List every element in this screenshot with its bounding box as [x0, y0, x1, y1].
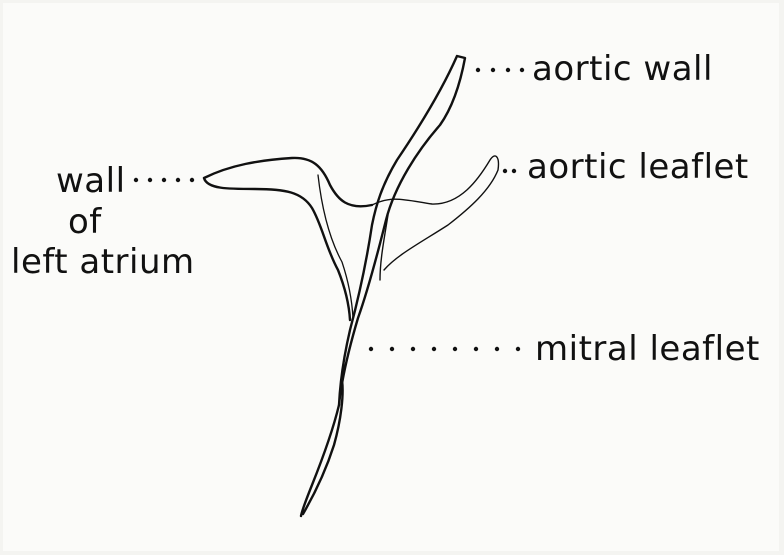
- label-left-atrium-line1: wall: [56, 164, 126, 198]
- label-left-atrium-line3: left atrium: [11, 245, 195, 279]
- aortic-leaflet-shape: [372, 156, 498, 280]
- mitral-leaflet-shape: [301, 380, 343, 516]
- label-aortic-leaflet: aortic leaflet: [527, 150, 749, 184]
- aortic-wall-shape: [339, 56, 465, 405]
- leader-lines: [134, 68, 524, 351]
- label-mitral-leaflet: mitral leaflet: [535, 332, 760, 366]
- left-atrium-wall-shape: [204, 158, 372, 320]
- label-left-atrium-line2: of: [68, 205, 102, 239]
- left-atrium-inner-contour: [318, 175, 353, 318]
- label-aortic-wall: aortic wall: [532, 52, 713, 86]
